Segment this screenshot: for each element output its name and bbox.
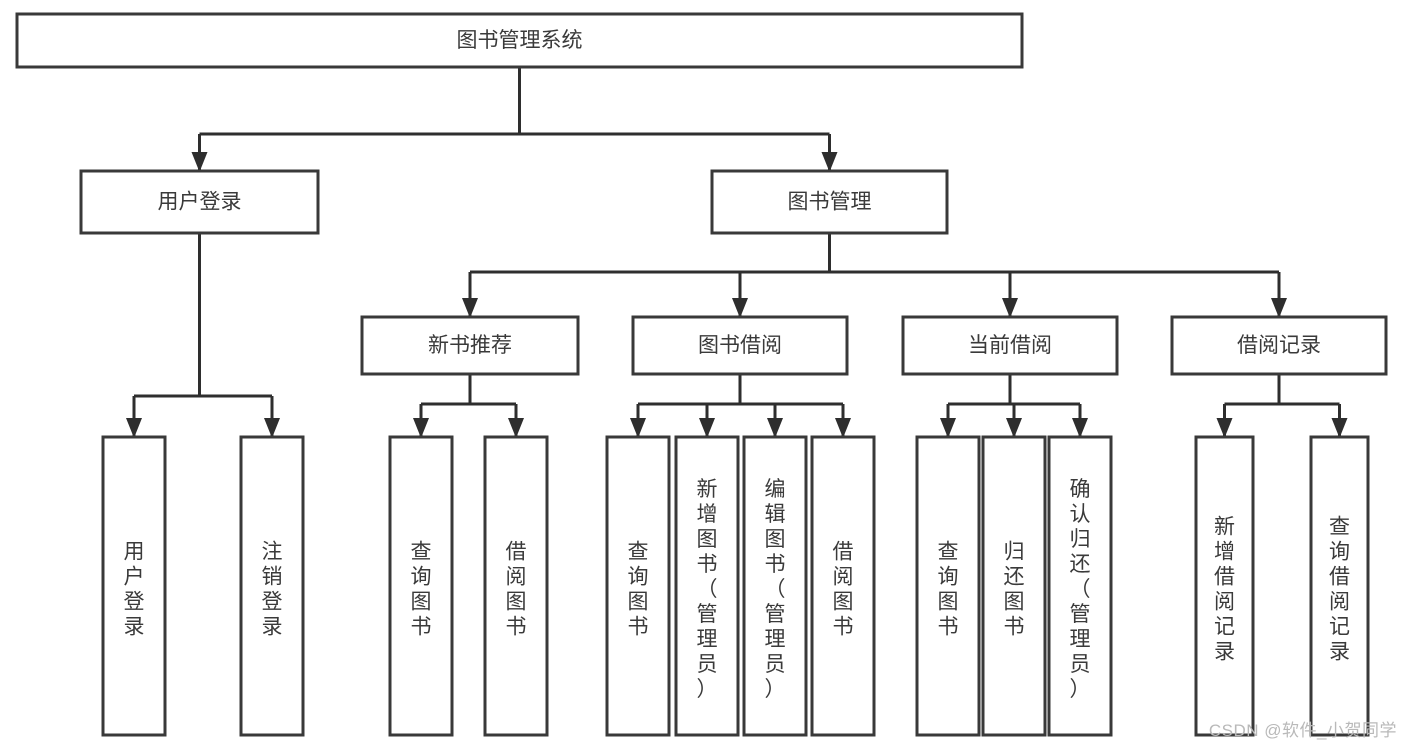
node-box [631, 315, 849, 376]
node-leaf-return-book[interactable]: 归还图书 [981, 435, 1047, 737]
arrow-head-icon [767, 418, 783, 438]
arrow-head-icon [1072, 418, 1088, 438]
node-leaf-query-borrow-record[interactable]: 查询借阅记录 [1309, 435, 1370, 737]
node-user-login[interactable]: 用户登录 [79, 169, 320, 235]
node-label: 借阅图书 [506, 540, 527, 638]
node-leaf-user-login[interactable]: 用户登录 [101, 435, 167, 737]
node-box [101, 435, 167, 737]
node-label: 编辑图书（管理员） [765, 478, 786, 701]
connector-layer [126, 67, 1348, 438]
node-borrow-records[interactable]: 借阅记录 [1170, 315, 1388, 376]
arrow-head-icon [821, 152, 838, 172]
node-label: 归还图书 [1004, 540, 1025, 638]
arrow-head-icon [1002, 298, 1018, 318]
connector-group-user-login [126, 233, 280, 438]
node-label: 查询图书 [411, 540, 432, 638]
node-label: 借阅记录 [1237, 334, 1321, 357]
node-label: 借阅图书 [833, 540, 854, 638]
node-box [79, 169, 320, 235]
connector-group-borrow-records [1216, 374, 1348, 438]
node-label: 用户登录 [158, 191, 242, 214]
node-label: 当前借阅 [968, 334, 1052, 357]
node-box [810, 435, 876, 737]
node-box [915, 435, 981, 737]
arrow-head-icon [732, 298, 748, 318]
arrow-head-icon [940, 418, 956, 438]
node-leaf-edit-book[interactable]: 编辑图书（管理员） [742, 435, 808, 737]
arrow-head-icon [1006, 418, 1022, 438]
node-box [981, 435, 1047, 737]
connector-group-book-manage [462, 233, 1287, 318]
node-label: 新增借阅记录 [1214, 515, 1235, 663]
arrow-head-icon [1216, 418, 1233, 438]
node-current-borrow[interactable]: 当前借阅 [901, 315, 1119, 376]
node-box [901, 315, 1119, 376]
connector-group-root [191, 67, 838, 172]
node-book-borrow[interactable]: 图书借阅 [631, 315, 849, 376]
node-leaf-borrow-book-recommend[interactable]: 借阅图书 [483, 435, 549, 737]
node-box [1309, 435, 1370, 737]
node-leaf-query-book-borrow[interactable]: 查询图书 [605, 435, 671, 737]
arrow-head-icon [462, 298, 478, 318]
node-box [742, 435, 808, 737]
node-label: 新增图书（管理员） [697, 478, 718, 701]
arrow-head-icon [835, 418, 851, 438]
arrow-head-icon [630, 418, 646, 438]
node-box [1047, 435, 1113, 737]
node-leaf-query-book-recommend[interactable]: 查询图书 [388, 435, 454, 737]
node-leaf-user-logout[interactable]: 注销登录 [239, 435, 305, 737]
node-label: 查询图书 [628, 540, 649, 638]
node-label: 查询借阅记录 [1329, 515, 1350, 663]
node-label: 用户登录 [124, 540, 145, 638]
node-leaf-borrow-book[interactable]: 借阅图书 [810, 435, 876, 737]
arrow-head-icon [1331, 418, 1348, 438]
node-layer: 图书管理系统用户登录图书管理新书推荐图书借阅当前借阅借阅记录用户登录注销登录查询… [15, 12, 1388, 737]
node-label: 确认归还（管理员） [1070, 478, 1091, 701]
connector-group-current-borrow [940, 374, 1088, 438]
node-label: 查询图书 [938, 540, 959, 638]
node-root[interactable]: 图书管理系统 [15, 12, 1024, 69]
node-label: 图书管理系统 [457, 29, 583, 52]
node-book-manage[interactable]: 图书管理 [710, 169, 949, 235]
arrow-head-icon [508, 418, 524, 438]
node-leaf-add-borrow-record[interactable]: 新增借阅记录 [1194, 435, 1255, 737]
arrow-head-icon [699, 418, 715, 438]
node-leaf-confirm-return[interactable]: 确认归还（管理员） [1047, 435, 1113, 737]
node-box [710, 169, 949, 235]
node-leaf-add-book[interactable]: 新增图书（管理员） [674, 435, 740, 737]
node-box [1170, 315, 1388, 376]
node-box [15, 12, 1024, 69]
connector-group-book-borrow [630, 374, 851, 438]
node-leaf-query-book-current[interactable]: 查询图书 [915, 435, 981, 737]
connector-group-new-book-recommend [413, 374, 524, 438]
arrow-head-icon [126, 418, 142, 438]
node-box [239, 435, 305, 737]
node-box [1194, 435, 1255, 737]
node-label: 图书管理 [788, 191, 872, 214]
node-box [360, 315, 580, 376]
node-box [483, 435, 549, 737]
csdn-watermark: CSDN @软件_小贺同学 [1208, 721, 1397, 740]
node-box [388, 435, 454, 737]
arrow-head-icon [1271, 298, 1287, 318]
node-label: 新书推荐 [428, 334, 512, 357]
arrow-head-icon [264, 418, 280, 438]
node-label: 注销登录 [262, 540, 283, 638]
arrow-head-icon [191, 152, 208, 172]
node-new-book-recommend[interactable]: 新书推荐 [360, 315, 580, 376]
node-label: 图书借阅 [698, 334, 782, 357]
arrow-head-icon [413, 418, 429, 438]
node-box [605, 435, 671, 737]
node-box [674, 435, 740, 737]
